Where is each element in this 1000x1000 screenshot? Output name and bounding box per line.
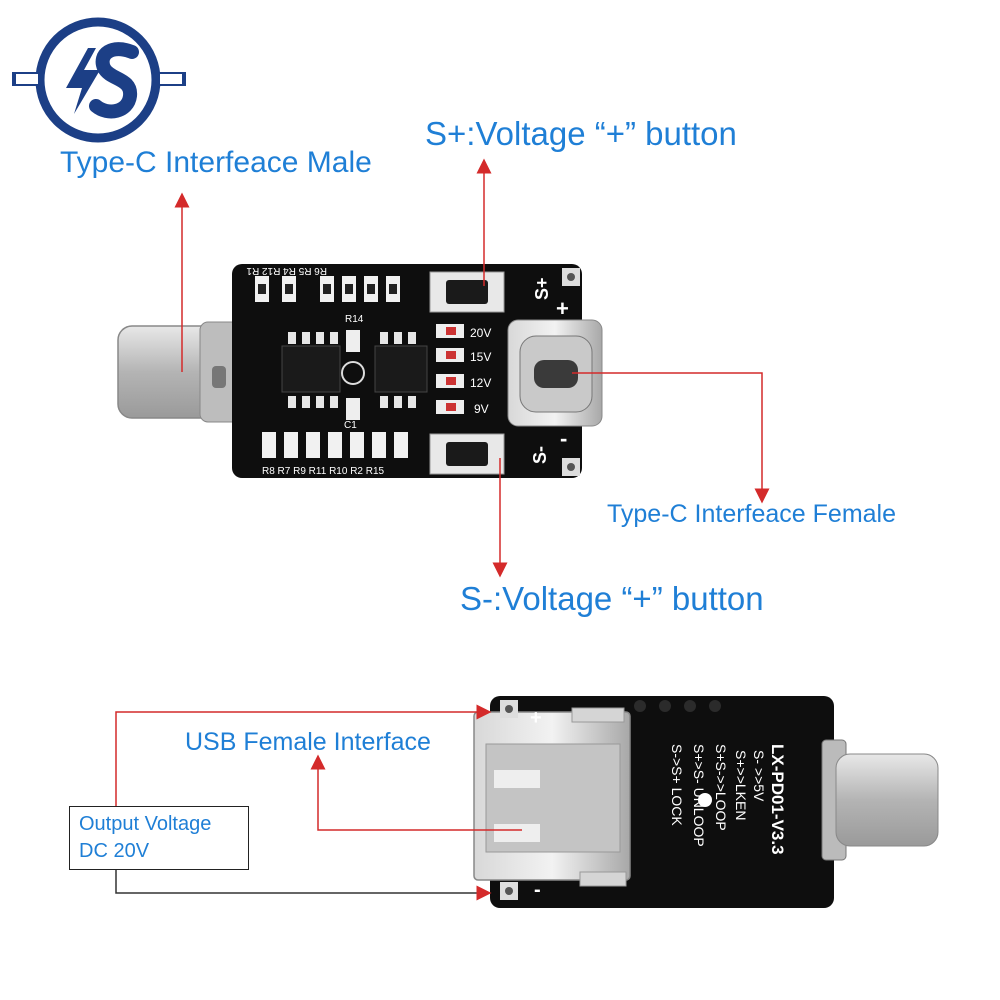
led-label-9v: 9V bbox=[474, 402, 489, 416]
minus-silk: - bbox=[560, 426, 567, 451]
led-label-20v: 20V bbox=[470, 326, 491, 340]
led-label-15v: 15V bbox=[470, 350, 491, 364]
instruction-3: S+S->>LOOP bbox=[713, 744, 729, 831]
led-label-12v: 12V bbox=[470, 376, 491, 390]
r14-label: R14 bbox=[345, 314, 364, 325]
output-voltage-line2: DC 20V bbox=[79, 840, 150, 862]
usb-female-callout: USB Female Interface bbox=[185, 728, 431, 756]
pointer-female bbox=[572, 372, 770, 504]
bottom-plus-silk: + bbox=[530, 707, 542, 729]
brand-logo bbox=[12, 17, 186, 143]
s-minus-silk: S- bbox=[530, 446, 550, 464]
bottom-minus-silk: - bbox=[534, 879, 541, 901]
plus-silk: + bbox=[556, 296, 569, 321]
s-minus-callout: S-:Voltage “+” button bbox=[460, 580, 764, 617]
pointer-lines bbox=[115, 158, 770, 901]
type-c-male-callout: Type-C Interfeace Male bbox=[60, 146, 372, 179]
type-c-female-callout: Type-C Interfeace Female bbox=[607, 500, 897, 528]
resistor-labels-top: R6 R5 R4 R12 R1 bbox=[246, 265, 327, 276]
s-plus-silk: S+ bbox=[532, 277, 552, 300]
instruction-1: S- >>5V bbox=[751, 750, 767, 802]
instruction-4: S+>S- UNLOOP bbox=[691, 744, 707, 847]
instruction-5: S->S+ LOCK bbox=[669, 744, 685, 826]
output-voltage-line1: Output Voltage bbox=[79, 813, 212, 835]
c1-label: C1 bbox=[344, 420, 357, 431]
top-board: R6 R5 R4 R12 R1 R8 R7 R9 R11 R10 R2 R15 … bbox=[117, 264, 603, 478]
s-plus-callout: S+:Voltage “+” button bbox=[425, 115, 737, 152]
bottom-board: LX-PD01-V3.3 S- >>5V S+>>LKEN S+S->>LOOP… bbox=[473, 696, 939, 908]
pointer-output-minus bbox=[115, 868, 492, 901]
pointer-usb bbox=[310, 754, 522, 831]
resistor-labels-bottom: R8 R7 R9 R11 R10 R2 R15 bbox=[262, 466, 385, 477]
pointer-output-plus bbox=[115, 704, 492, 806]
board-model: LX-PD01-V3.3 bbox=[768, 744, 787, 855]
instruction-2: S+>>LKEN bbox=[733, 750, 749, 820]
output-voltage-box: Output Voltage DC 20V bbox=[69, 806, 249, 870]
